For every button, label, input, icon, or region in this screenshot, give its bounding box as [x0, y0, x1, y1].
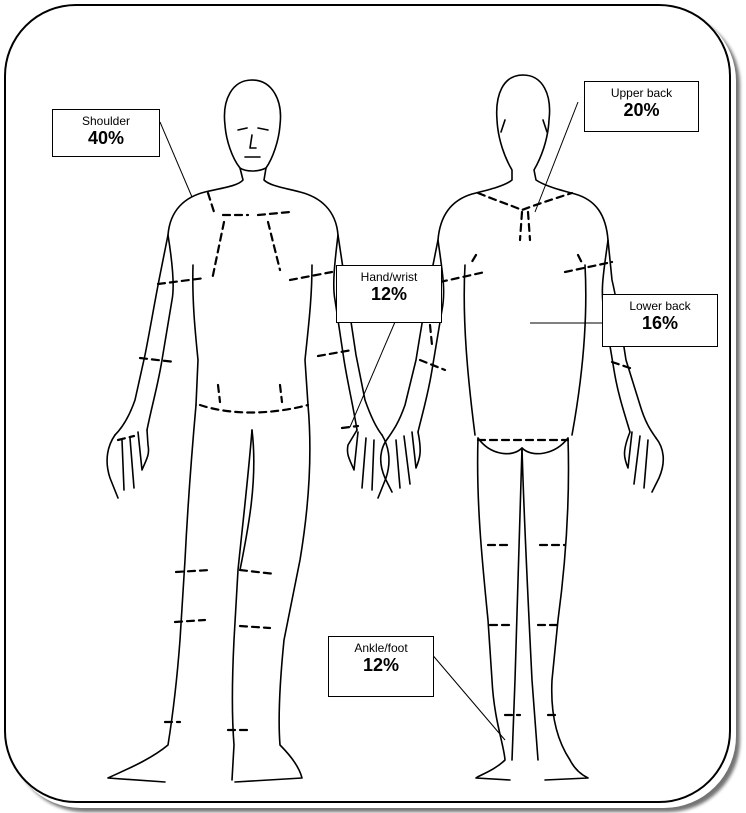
ankle-foot-label: Ankle/foot 12% [328, 636, 434, 697]
ankle-foot-label-name: Ankle/foot [329, 641, 433, 655]
hand-wrist-label: Hand/wrist 12% [336, 265, 442, 323]
shoulder-label: Shoulder 40% [52, 109, 160, 157]
shoulder-leader-line [160, 122, 192, 197]
lower-back-label-name: Lower back [603, 299, 717, 313]
shoulder-label-name: Shoulder [53, 114, 159, 128]
upper-back-label: Upper back 20% [584, 81, 699, 132]
shoulder-label-value: 40% [53, 128, 159, 148]
hand-wrist-label-name: Hand/wrist [337, 270, 441, 284]
lower-back-label-value: 16% [603, 313, 717, 333]
hand-wrist-label-value: 12% [337, 284, 441, 304]
upper-back-leader-line [535, 102, 578, 212]
hand-wrist-leader-line [350, 322, 395, 427]
upper-back-label-value: 20% [585, 100, 698, 120]
ankle-foot-label-value: 12% [329, 655, 433, 675]
upper-back-label-name: Upper back [585, 86, 698, 100]
lower-back-label: Lower back 16% [602, 294, 718, 347]
